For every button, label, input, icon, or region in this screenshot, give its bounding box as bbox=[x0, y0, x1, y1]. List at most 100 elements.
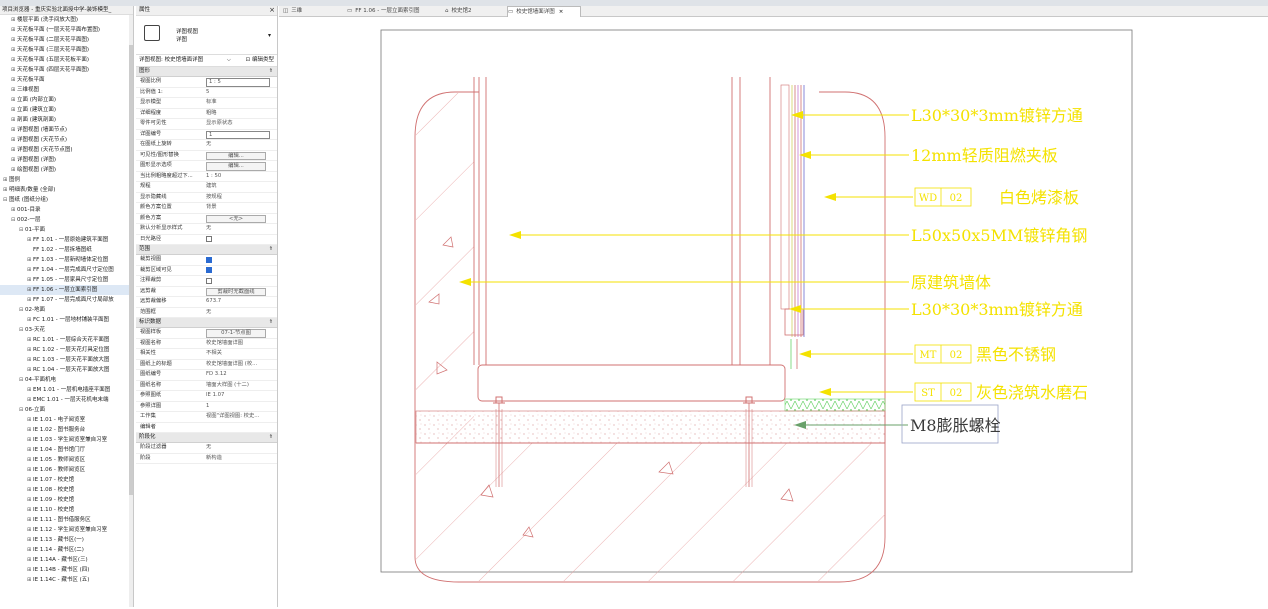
expand-toggle-icon[interactable]: ⊟ bbox=[19, 307, 24, 313]
expand-toggle-icon[interactable]: ⊞ bbox=[11, 47, 16, 53]
property-input[interactable]: 1 bbox=[206, 130, 270, 139]
expand-toggle-icon[interactable]: ⊟ bbox=[3, 197, 8, 203]
browser-item[interactable]: ⊞IE 1.14B - 藏书区 (四) bbox=[0, 565, 133, 575]
expand-toggle-icon[interactable]: ⊞ bbox=[11, 207, 16, 213]
expand-toggle-icon[interactable]: ⊞ bbox=[27, 447, 32, 453]
property-row[interactable]: 日光路径 bbox=[136, 235, 277, 245]
material-label[interactable]: L30*30*3mm镀锌方通 bbox=[911, 106, 1083, 125]
property-checkbox[interactable] bbox=[206, 236, 212, 242]
property-row[interactable]: 裁剪区域可见 bbox=[136, 266, 277, 276]
expand-toggle-icon[interactable]: ⊟ bbox=[11, 217, 16, 223]
browser-item[interactable]: ⊞天花板平面 bbox=[0, 75, 133, 85]
expand-toggle-icon[interactable]: ⊟ bbox=[19, 377, 24, 383]
property-button[interactable]: <无> bbox=[206, 214, 266, 223]
expand-toggle-icon[interactable]: ⊞ bbox=[27, 537, 32, 543]
material-label[interactable]: 白色烤漆板 bbox=[999, 188, 1079, 207]
expand-toggle-icon[interactable]: ⊞ bbox=[27, 287, 32, 293]
property-row[interactable]: 在图纸上旋转无 bbox=[136, 140, 277, 151]
browser-item[interactable]: ⊞天花板平面 (二层天花平面图) bbox=[0, 35, 133, 45]
chevron-down-icon[interactable]: ▾ bbox=[267, 32, 271, 39]
browser-item[interactable]: ⊞楼层平面 (洗手间放大图) bbox=[0, 15, 133, 25]
expand-toggle-icon[interactable]: ⊞ bbox=[27, 417, 32, 423]
browser-item[interactable]: ⊞FF 1.03 - 一层新砌墙体定位图 bbox=[0, 255, 133, 265]
property-row[interactable]: 颜色方案<无> bbox=[136, 214, 277, 224]
property-button[interactable]: 编辑... bbox=[206, 162, 266, 171]
property-row[interactable]: 相关性不相关 bbox=[136, 349, 277, 360]
expand-toggle-icon[interactable]: ⊞ bbox=[27, 397, 32, 403]
browser-item[interactable]: ⊞天花板平面 (三层天花平面图) bbox=[0, 45, 133, 55]
browser-item[interactable]: ⊞剖面 (建筑剖面) bbox=[0, 115, 133, 125]
browser-item[interactable]: ⊞图例 bbox=[0, 175, 133, 185]
property-row[interactable]: 工作集视图"详图视图: 校史... bbox=[136, 412, 277, 423]
property-group-header[interactable]: 范围⇑ bbox=[136, 245, 277, 255]
material-label[interactable]: 灰色浇筑水磨石 bbox=[976, 383, 1088, 402]
property-row[interactable]: 图形显示选项编辑... bbox=[136, 161, 277, 172]
browser-item[interactable]: ⊞IE 1.04 - 图书馆门厅 bbox=[0, 445, 133, 455]
expand-toggle-icon[interactable]: ⊟ bbox=[19, 327, 24, 333]
expand-toggle-icon[interactable]: ⊞ bbox=[11, 37, 16, 43]
browser-item[interactable]: ⊟002-一层 bbox=[0, 215, 133, 225]
browser-item[interactable]: ⊞明细表/数量 (全部) bbox=[0, 185, 133, 195]
browser-item[interactable]: ⊞天花板平面 (四层天花平面图) bbox=[0, 65, 133, 75]
browser-item[interactable]: ⊟02-地面 bbox=[0, 305, 133, 315]
scrollbar-thumb[interactable] bbox=[129, 45, 133, 495]
browser-item[interactable]: ⊞IE 1.10 - 校史馆 bbox=[0, 505, 133, 515]
browser-item[interactable]: ⊞IE 1.08 - 校史馆 bbox=[0, 485, 133, 495]
browser-item[interactable]: ⊞立面 (建筑立面) bbox=[0, 105, 133, 115]
expand-toggle-icon[interactable]: ⊞ bbox=[27, 387, 32, 393]
expand-toggle-icon[interactable]: ⊞ bbox=[11, 107, 16, 113]
expand-toggle-icon[interactable]: ⊞ bbox=[27, 437, 32, 443]
expand-toggle-icon[interactable]: ⊞ bbox=[27, 297, 32, 303]
expand-toggle-icon[interactable]: ⊞ bbox=[27, 487, 32, 493]
type-selector[interactable]: 详图视图 详图 ▾ bbox=[136, 16, 277, 55]
expand-toggle-icon[interactable]: ⊞ bbox=[27, 577, 32, 583]
view-tab[interactable]: ▭校史馆墙面详图× bbox=[507, 6, 581, 17]
material-label[interactable]: L30*30*3mm镀锌方通 bbox=[911, 300, 1083, 319]
expand-toggle-icon[interactable]: ⊞ bbox=[11, 97, 16, 103]
expand-toggle-icon[interactable]: ⊞ bbox=[27, 497, 32, 503]
close-icon[interactable]: × bbox=[269, 6, 275, 14]
expand-toggle-icon[interactable]: ⊞ bbox=[11, 157, 16, 163]
browser-item[interactable]: ⊞EMC 1.01 - 一层天花机电末端 bbox=[0, 395, 133, 405]
expand-toggle-icon[interactable]: ⊞ bbox=[11, 17, 16, 23]
property-input[interactable]: 1 : 5 bbox=[206, 78, 270, 87]
property-row[interactable]: 图纸上的标题校史馆墙面详图 (校... bbox=[136, 360, 277, 370]
property-row[interactable]: 范围框无 bbox=[136, 308, 277, 318]
browser-item[interactable]: ⊞IE 1.09 - 校史馆 bbox=[0, 495, 133, 505]
expand-toggle-icon[interactable]: ⊞ bbox=[27, 257, 32, 263]
property-row[interactable]: 规程建筑 bbox=[136, 182, 277, 193]
instance-selector[interactable]: 详图视图: 校史馆墙面详图 bbox=[139, 57, 204, 63]
expand-toggle-icon[interactable]: ⊞ bbox=[11, 167, 16, 173]
property-row[interactable]: 比例值 1:5 bbox=[136, 88, 277, 98]
browser-item[interactable]: ⊞FF 1.01 - 一层原始建筑平面图 bbox=[0, 235, 133, 245]
property-button[interactable]: 剪裁时无截面线 bbox=[206, 287, 266, 296]
browser-item[interactable]: ⊞IE 1.14C - 藏书区 (五) bbox=[0, 575, 133, 585]
browser-item[interactable]: ⊞IE 1.01 - 电子阅览室 bbox=[0, 415, 133, 425]
expand-toggle-icon[interactable]: ⊞ bbox=[27, 507, 32, 513]
expand-toggle-icon[interactable]: ⊞ bbox=[27, 557, 32, 563]
browser-item[interactable]: ⊞RC 1.03 - 一层天花平面放大图 bbox=[0, 355, 133, 365]
browser-item[interactable]: ⊞天花板平面 (五层天花板平面) bbox=[0, 55, 133, 65]
expand-toggle-icon[interactable]: ⊞ bbox=[27, 467, 32, 473]
collapse-icon[interactable]: ⇑ bbox=[268, 246, 273, 252]
expand-toggle-icon[interactable]: ⊞ bbox=[11, 137, 16, 143]
browser-item[interactable]: ⊞IE 1.14A - 藏书区(三) bbox=[0, 555, 133, 565]
collapse-icon[interactable]: ⇑ bbox=[268, 434, 273, 440]
expand-toggle-icon[interactable]: ⊞ bbox=[27, 477, 32, 483]
browser-item[interactable]: ⊞立面 (内部立面) bbox=[0, 95, 133, 105]
selected-label-box[interactable] bbox=[901, 404, 999, 444]
browser-item[interactable]: ⊞FF 1.07 - 一层完成面尺寸局部放 bbox=[0, 295, 133, 305]
browser-item[interactable]: ⊞详图视图 (详图) bbox=[0, 155, 133, 165]
browser-item[interactable]: ⊞EM 1.01 - 一层机电插座平面图 bbox=[0, 385, 133, 395]
property-row[interactable]: 显示模型标准 bbox=[136, 98, 277, 109]
collapse-icon[interactable]: ⇑ bbox=[268, 68, 273, 74]
expand-toggle-icon[interactable]: ⊞ bbox=[27, 347, 32, 353]
browser-item[interactable]: ⊟04-平面机电 bbox=[0, 375, 133, 385]
property-row[interactable]: 视图名称校史馆墙面详图 bbox=[136, 339, 277, 349]
browser-item[interactable]: ⊞详图视图 (墙面节点) bbox=[0, 125, 133, 135]
expand-toggle-icon[interactable]: ⊞ bbox=[11, 57, 16, 63]
browser-item[interactable]: ⊞FF 1.04 - 一层完成面尺寸定位图 bbox=[0, 265, 133, 275]
edit-type-button[interactable]: ⊡ 编辑类型 bbox=[245, 57, 274, 63]
browser-item[interactable]: ⊞001-目录 bbox=[0, 205, 133, 215]
project-browser-scrollbar[interactable] bbox=[129, 15, 133, 607]
